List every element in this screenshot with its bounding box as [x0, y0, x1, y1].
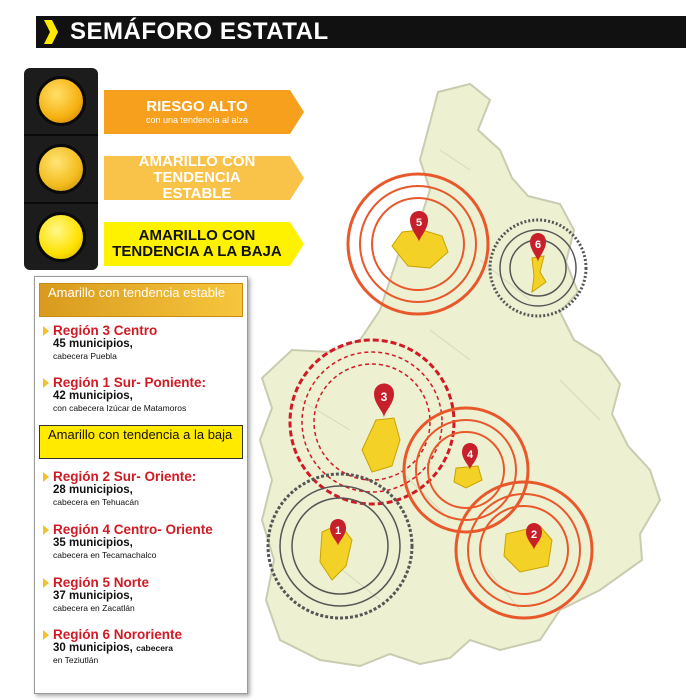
- chevron-right-icon: [44, 20, 58, 44]
- region-entry: Región 6 Nororiente 30 municipios, cabec…: [43, 627, 243, 666]
- region-entry: Región 4 Centro- Oriente 35 municipios, …: [43, 522, 243, 561]
- region-2-marker: 2: [454, 480, 594, 620]
- region-cabecera: cabecera Puebla: [53, 351, 117, 361]
- level-high-risk-title: RIESGO ALTO: [146, 98, 248, 115]
- state-map: 5 6 3 4 1: [258, 82, 662, 668]
- state-outline: [258, 82, 662, 668]
- region-6-marker: 6: [488, 218, 588, 318]
- traffic-light: [24, 68, 98, 270]
- header-bar: SEMÁFORO ESTATAL: [36, 16, 686, 48]
- region-cabecera: cabecera en Zacatlán: [53, 603, 135, 613]
- region-1-marker: 1: [266, 472, 414, 620]
- region-cabecera: cabecera en Tecamachalco: [53, 550, 157, 560]
- region-municipios-extra: cabecera: [136, 643, 173, 653]
- level-stable-title: AMARILLO CON TENDENCIA ESTABLE: [138, 153, 256, 202]
- region-municipios: 35 municipios,: [53, 537, 133, 549]
- region-name: Región 1 Sur- Poniente:: [43, 375, 243, 390]
- level-decreasing-title: AMARILLO CON TENDENCIA A LA BAJA: [112, 227, 282, 260]
- region-1-label: 1: [335, 525, 341, 537]
- region-entry: Región 3 Centro 45 municipios, cabecera …: [43, 323, 243, 362]
- region-cabecera: cabecera en Tehuacán: [53, 497, 139, 507]
- region-5-label: 5: [416, 217, 422, 229]
- region-municipios-count: 30 municipios,: [53, 642, 133, 654]
- regions-panel: Amarillo con tendencia estable Región 3 …: [34, 276, 248, 694]
- region-name: Región 6 Nororiente: [43, 627, 243, 642]
- region-entry: Región 2 Sur- Oriente: 28 municipios, ca…: [43, 469, 243, 508]
- region-3-label: 3: [381, 390, 388, 404]
- region-6-label: 6: [535, 239, 541, 251]
- region-cabecera: con cabecera Izúcar de Matamoros: [53, 403, 187, 413]
- region-municipios: 45 municipios,: [53, 338, 133, 350]
- region-entry: Región 5 Norte 37 municipios, cabecera e…: [43, 575, 243, 614]
- region-cabecera: en Teziutlán: [53, 655, 99, 665]
- region-name: Región 5 Norte: [43, 575, 243, 590]
- region-municipios: 37 municipios,: [53, 590, 133, 602]
- region-municipios: 28 municipios,: [53, 484, 133, 496]
- page-title: SEMÁFORO ESTATAL: [70, 18, 329, 45]
- traffic-light-bottom-bulb: [36, 212, 86, 262]
- region-name: Región 2 Sur- Oriente:: [43, 469, 243, 484]
- region-name: Región 4 Centro- Oriente: [43, 522, 243, 537]
- region-name: Región 3 Centro: [43, 323, 243, 338]
- region-4-label: 4: [467, 449, 474, 461]
- level-high-risk: RIESGO ALTO con una tendencia al alza: [104, 90, 304, 134]
- group-stable-heading: Amarillo con tendencia estable: [39, 283, 243, 317]
- region-entry: Región 1 Sur- Poniente: 42 municipios, c…: [43, 375, 243, 414]
- group-decreasing-heading: Amarillo con tendencia a la baja: [39, 425, 243, 459]
- region-4-marker: 4: [402, 406, 530, 534]
- region-municipios: 30 municipios, cabecera: [43, 642, 243, 655]
- region-5-marker: 5: [346, 172, 490, 316]
- level-high-risk-subtitle: con una tendencia al alza: [145, 115, 249, 125]
- region-municipios: 42 municipios,: [53, 390, 133, 402]
- region-2-label: 2: [531, 529, 537, 541]
- traffic-light-top-bulb: [36, 76, 86, 126]
- level-stable: AMARILLO CON TENDENCIA ESTABLE: [104, 153, 304, 202]
- level-decreasing: AMARILLO CON TENDENCIA A LA BAJA: [104, 222, 304, 266]
- traffic-light-middle-bulb: [36, 144, 86, 194]
